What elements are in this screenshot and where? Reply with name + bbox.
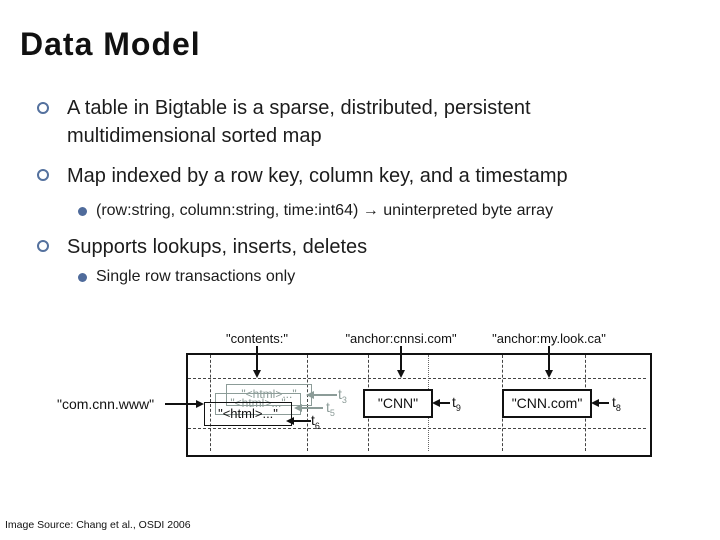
column-arrow-shaft <box>548 346 550 371</box>
bullet-supports-ops: Supports lookups, inserts, deletes <box>67 236 368 258</box>
slide-title: Data Model <box>20 26 201 62</box>
bullet-dot-icon <box>78 273 87 282</box>
arrow-left-icon <box>306 391 314 399</box>
column-arrow-shaft <box>400 346 402 371</box>
arrow-left-icon <box>432 399 440 407</box>
row-divider-line <box>188 378 646 379</box>
timestamp-sub: 3 <box>341 394 347 405</box>
row-arrow-shaft <box>165 403 197 405</box>
bullet-ring-icon <box>37 102 49 114</box>
cell-version-t6: "<html>..." <box>204 402 292 426</box>
arrow-left-icon <box>286 417 294 425</box>
subbullet-row-tuple: (row:string, column:string, time:int64) … <box>96 202 554 219</box>
bullet-ring-icon <box>37 169 49 181</box>
arrow-down-icon <box>253 370 261 378</box>
arrow-down-icon <box>397 370 405 378</box>
timestamp-sub: 5 <box>329 407 335 418</box>
timestamp-sub: 9 <box>455 402 461 413</box>
timestamp-base: t <box>338 386 342 402</box>
column-divider-line <box>307 355 308 451</box>
arrow-left-icon <box>591 399 599 407</box>
bullet-sparse-map-line1: A table in Bigtable is a sparse, distrib… <box>67 97 531 119</box>
timestamp-label-t8: t8 <box>612 394 621 413</box>
timestamp-base: t <box>311 412 315 428</box>
column-arrow-shaft <box>256 346 258 371</box>
timestamp-base: t <box>612 394 616 410</box>
bullet-dot-icon <box>78 207 87 216</box>
column-label-anchor-cnnsi: "anchor:cnnsi.com" <box>345 331 457 346</box>
arrow-down-icon <box>545 370 553 378</box>
timestamp-arrow-shaft <box>313 394 337 396</box>
row-divider-line <box>188 428 646 429</box>
timestamp-base: t <box>452 394 456 410</box>
column-divider-line <box>210 355 211 451</box>
arrow-right-icon <box>196 400 204 408</box>
cell-cnn: "CNN" <box>363 389 433 418</box>
bullet-sparse-map: A table in Bigtable is a sparse, distrib… <box>67 94 531 150</box>
timestamp-sub: 6 <box>314 420 320 431</box>
timestamp-label-t5: t5 <box>326 399 335 418</box>
timestamp-base: t <box>326 399 330 415</box>
bullet-sparse-map-line2: multidimensional sorted map <box>67 125 322 147</box>
arrow-left-icon <box>294 404 302 412</box>
column-label-anchor-mylookca: "anchor:my.look.ca" <box>492 331 606 346</box>
timestamp-arrow-shaft <box>598 402 609 404</box>
cell-cnncom: "CNN.com" <box>502 389 592 418</box>
subbullet-single-row-txn: Single row transactions only <box>96 268 296 285</box>
timestamp-arrow-shaft <box>301 407 323 409</box>
timestamp-arrow-shaft <box>293 420 311 422</box>
column-label-contents: "contents:" <box>226 331 288 346</box>
row-label-comcnnwww: "com.cnn.www" <box>57 396 155 412</box>
timestamp-label-t6: t6 <box>311 412 320 431</box>
timestamp-label-t9: t9 <box>452 394 461 413</box>
bullet-ring-icon <box>37 240 49 252</box>
timestamp-arrow-shaft <box>439 402 450 404</box>
bullet-map-indexed: Map indexed by a row key, column key, an… <box>67 165 568 187</box>
bigtable-figure: "contents:" "anchor:cnnsi.com" "anchor:m… <box>0 325 720 470</box>
image-source-credit: Image Source: Chang et al., OSDI 2006 <box>5 519 191 531</box>
timestamp-label-t3: t3 <box>338 386 347 405</box>
timestamp-sub: 8 <box>615 402 621 413</box>
